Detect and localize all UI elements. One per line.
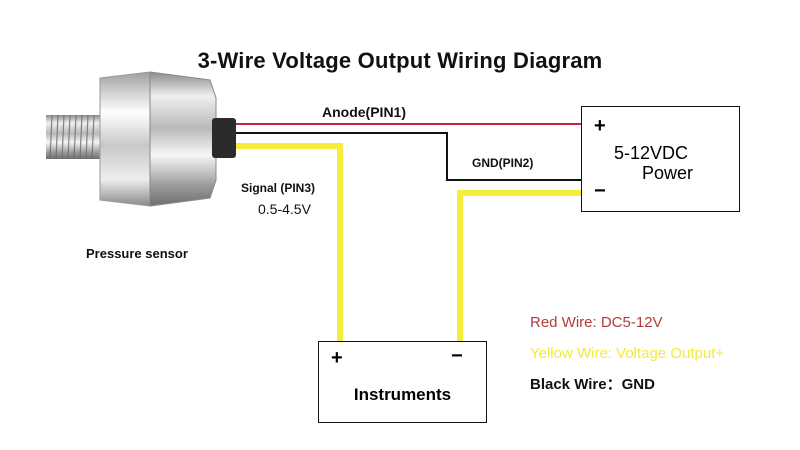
instruments-box: + − Instruments (318, 341, 487, 423)
instruments-minus-terminal: − (451, 345, 463, 367)
yellow-return-wire (457, 190, 582, 342)
pressure-sensor-image (46, 71, 236, 207)
power-minus-terminal: − (594, 180, 606, 202)
gnd-wire-label: GND(PIN2) (472, 156, 534, 170)
power-plus-terminal: + (594, 115, 606, 137)
signal-range-label: 0.5-4.5V (258, 201, 311, 217)
sensor-label: Pressure sensor (86, 246, 188, 261)
power-supply-box: + − 5-12VDC Power (581, 106, 740, 212)
yellow-signal-wire (236, 143, 343, 342)
power-voltage-label: 5-12VDC (614, 143, 689, 163)
legend-black-wire: Black Wire：GND (530, 376, 655, 393)
anode-wire-label: Anode(PIN1) (322, 104, 406, 120)
signal-wire-label: Signal (PIN3) (241, 181, 316, 195)
instruments-plus-terminal: + (331, 347, 343, 369)
black-wire (236, 132, 582, 181)
diagram-title: 3-Wire Voltage Output Wiring Diagram (197, 48, 603, 73)
instruments-label: Instruments (353, 385, 452, 404)
legend-red-wire: Red Wire: DC5-12V (530, 314, 663, 331)
legend-yellow-wire: Yellow Wire: Voltage Output+ (530, 345, 725, 362)
wires (236, 123, 582, 342)
power-name-label: Power (642, 163, 694, 183)
